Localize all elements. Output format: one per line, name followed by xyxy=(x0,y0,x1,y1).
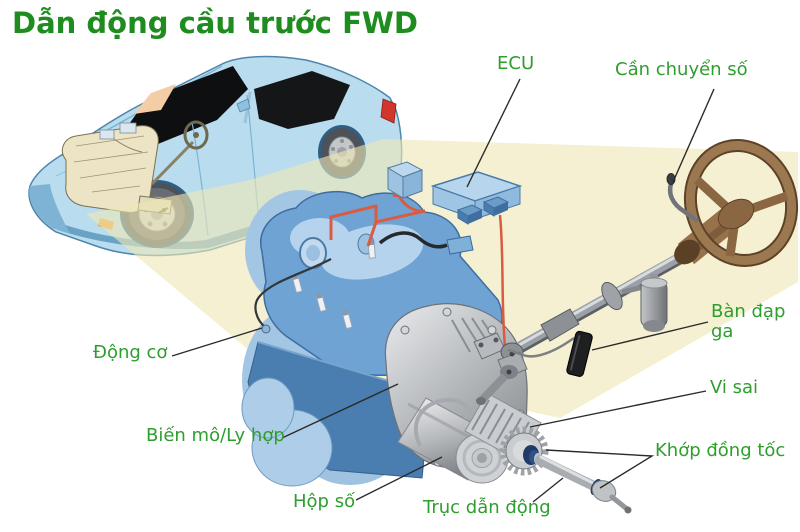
label-drive-shaft: Trục dẫn động xyxy=(423,497,551,518)
wiring xyxy=(329,195,507,348)
car-nose-shade xyxy=(29,184,70,234)
label-gas-pedal: Bàn đạp ga xyxy=(711,301,786,343)
leader-ecu xyxy=(466,78,521,188)
windshield-sun-strip xyxy=(134,84,176,114)
wheel-hub xyxy=(717,198,755,230)
steering-column xyxy=(509,248,691,358)
bell-ribs xyxy=(451,317,506,356)
differential-housing xyxy=(464,392,549,476)
column-sleeve xyxy=(540,308,580,342)
label-gearbox: Hộp số xyxy=(293,491,356,512)
leader-lines xyxy=(171,78,715,503)
drive-shaft xyxy=(535,455,632,514)
label-gear-shift-lever: Cần chuyển số xyxy=(615,59,748,80)
label-engine: Động cơ xyxy=(93,342,168,363)
label-ecu: ECU xyxy=(497,53,535,74)
steering-assembly xyxy=(473,139,799,405)
ignition-wire-loop xyxy=(329,204,426,240)
mini-relay-box xyxy=(99,129,115,140)
engine-connector xyxy=(446,235,474,255)
plug-wire xyxy=(366,221,378,247)
label-torque-converter-clutch: Biến mô/Ly hợp xyxy=(146,425,285,446)
engine-hose xyxy=(378,231,448,249)
leader-gas-pedal xyxy=(591,321,709,351)
shift-linkage xyxy=(413,397,476,447)
mini-ecu-box xyxy=(119,122,137,134)
ecu-box xyxy=(430,171,523,225)
label-cv-joint: Khớp đồng tốc xyxy=(655,440,786,461)
gearbox-cylinder xyxy=(397,397,509,484)
diff-fins xyxy=(471,399,530,453)
mini-steering-column xyxy=(150,140,195,186)
column-clamp xyxy=(601,281,623,311)
leader-torque-converter xyxy=(281,383,399,439)
leader-drive-shaft xyxy=(532,477,564,503)
leader-gear-lever xyxy=(672,88,715,183)
column-canister xyxy=(640,274,668,332)
leader-gearbox xyxy=(355,456,443,501)
side-mirror xyxy=(236,98,251,113)
toothed-ring xyxy=(499,426,549,476)
label-differential: Vi sai xyxy=(710,377,759,398)
leader-cv-joint xyxy=(545,449,655,489)
tail-light xyxy=(380,98,397,124)
leader-differential xyxy=(529,390,707,428)
gas-pedal xyxy=(507,330,593,377)
page-title: Dẫn động cầu trước FWD xyxy=(12,6,418,40)
throttle-cable xyxy=(254,258,332,329)
ecu-connectors xyxy=(456,196,510,225)
mini-steering-wheel xyxy=(183,120,209,150)
pedal-cable xyxy=(507,336,575,358)
leader-engine xyxy=(171,327,263,357)
side-window xyxy=(254,71,350,129)
windshield xyxy=(124,66,248,144)
column-opening xyxy=(674,239,700,265)
relay-box xyxy=(386,161,424,199)
cable-fitting xyxy=(261,324,271,334)
ecu-throttle-wire xyxy=(498,214,507,348)
stub-axle xyxy=(609,494,630,512)
